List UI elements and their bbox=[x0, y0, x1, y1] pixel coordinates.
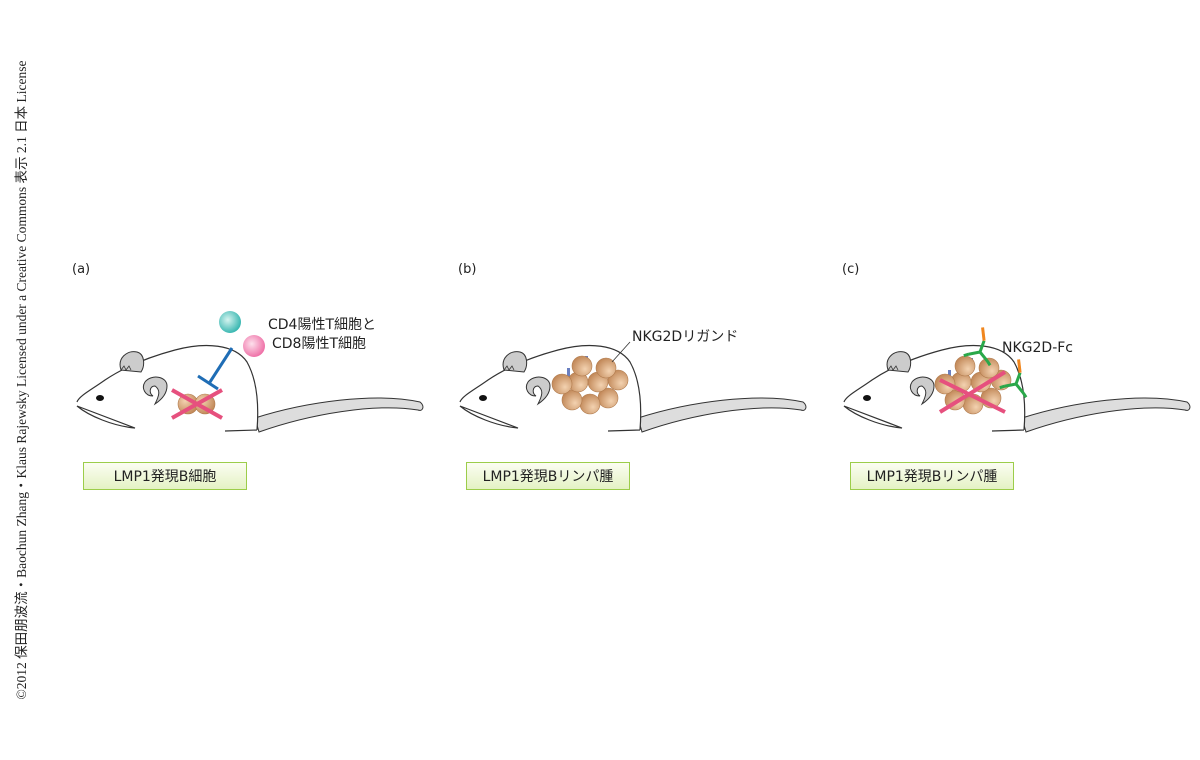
panel-label-b: (b) bbox=[458, 262, 477, 277]
t-cell-label-1: CD4陽性T細胞と bbox=[268, 317, 377, 333]
caption-box-b: LMP1発現Bリンパ腫 bbox=[466, 462, 630, 490]
inhibition-symbol bbox=[197, 347, 234, 391]
cd8-t-cell bbox=[243, 335, 265, 357]
caption-box-a: LMP1発現B細胞 bbox=[83, 462, 247, 490]
ligand-pointer bbox=[611, 341, 631, 363]
cross-mark-a bbox=[171, 388, 223, 420]
mouse-b bbox=[459, 344, 807, 433]
t-cell-label-2: CD8陽性T細胞 bbox=[272, 336, 367, 352]
mouse-c bbox=[843, 344, 1191, 433]
panel-label-c: (c) bbox=[842, 262, 860, 277]
cross-mark-c bbox=[938, 370, 1007, 414]
nkg2d-fc-label: NKG2D-Fc bbox=[1002, 340, 1073, 356]
ligand-label: NKG2Dリガンド bbox=[632, 329, 739, 345]
caption-box-c: LMP1発現Bリンパ腫 bbox=[850, 462, 1014, 490]
panel-label-a: (a) bbox=[72, 262, 91, 277]
mouse-a bbox=[76, 344, 424, 433]
cd4-t-cell bbox=[219, 311, 241, 333]
